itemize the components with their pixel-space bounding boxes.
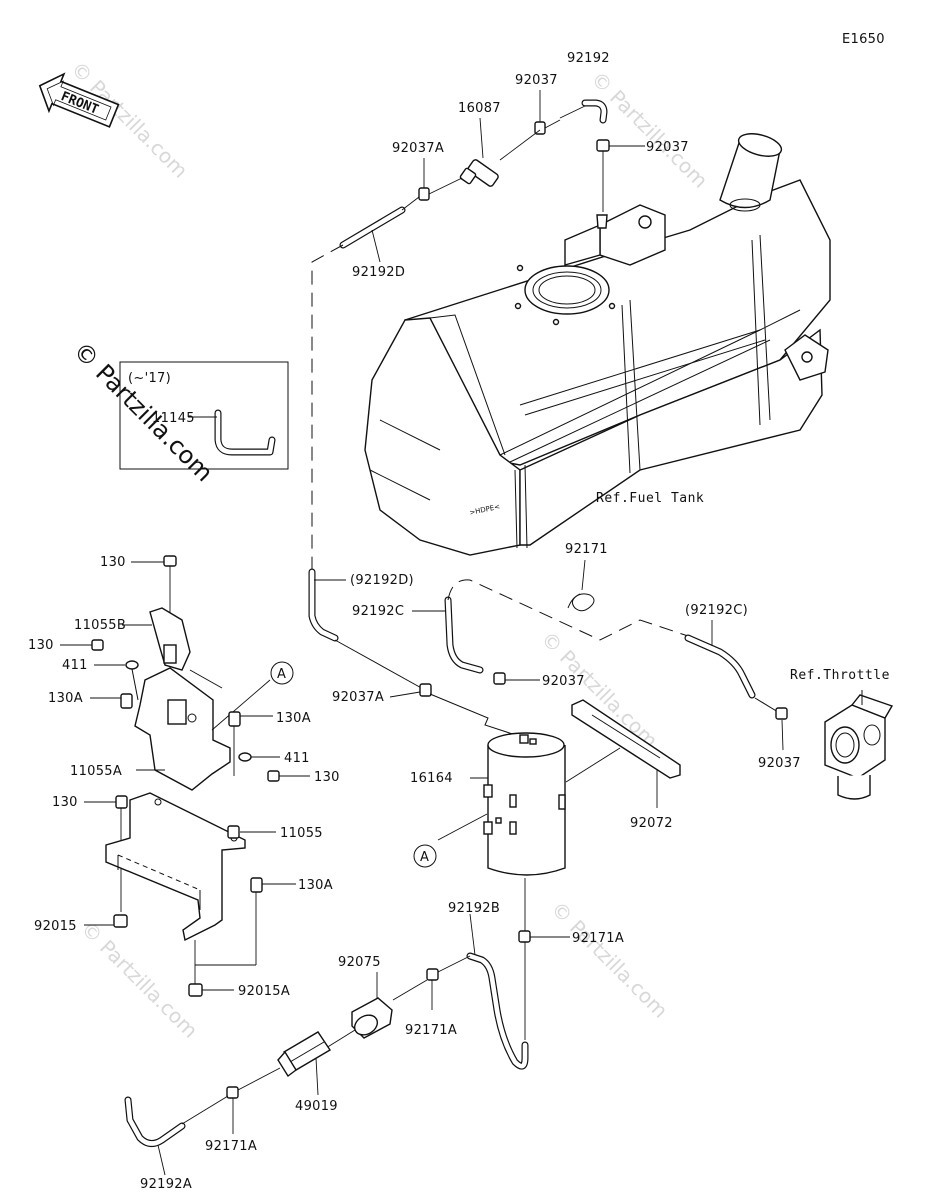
watermark-layer: © Partzilla.com © Partzilla.com © Partzi… xyxy=(66,57,712,1043)
label-11055: 11055 xyxy=(280,826,323,841)
label-92037-mid: 92037 xyxy=(542,674,585,689)
part-labels: 92192 92037 92037 16087 92037A 92192D Re… xyxy=(28,51,890,1192)
label-92037-right: 92037 xyxy=(646,140,689,155)
inset-part-label: 11145 xyxy=(152,411,195,426)
label-11055B: 11055B xyxy=(74,618,126,633)
label-130A-b: 130A xyxy=(276,711,311,726)
label-92072: 92072 xyxy=(630,816,673,831)
watermark-6: © Partzilla.com xyxy=(546,897,672,1023)
brackets: A xyxy=(60,555,310,997)
label-92037-top: 92037 xyxy=(515,73,558,88)
label-92192B: 92192B xyxy=(448,901,500,916)
label-92037-throttle: 92037 xyxy=(758,756,801,771)
label-16164: 16164 xyxy=(410,771,453,786)
label-92171A-b: 92171A xyxy=(405,1023,457,1038)
fuel-tank: >HDPE< xyxy=(364,133,831,556)
label-92192C: 92192C xyxy=(352,604,404,619)
label-92171A-a: 92171A xyxy=(572,931,624,946)
label-92192-top: 92192 xyxy=(567,51,610,66)
bottom-hoses xyxy=(124,878,570,1176)
label-92192D: 92192D xyxy=(352,265,405,280)
label-11055A: 11055A xyxy=(70,764,122,779)
callout-a-canister: A xyxy=(413,844,437,868)
label-49019: 49019 xyxy=(295,1099,338,1114)
label-130-d: 130 xyxy=(52,795,78,810)
watermark-1: © Partzilla.com xyxy=(66,57,192,183)
label-92192D-paren: (92192D) xyxy=(350,573,414,588)
ref-fuel-tank: Ref.Fuel Tank xyxy=(596,491,704,506)
canister xyxy=(437,732,566,876)
label-92171A-c: 92171A xyxy=(205,1139,257,1154)
label-130A-c: 130A xyxy=(298,878,333,893)
label-92192A: 92192A xyxy=(140,1177,192,1192)
label-92037A-mid: 92037A xyxy=(332,690,384,705)
label-411-a: 411 xyxy=(62,658,88,673)
label-130-a: 130 xyxy=(100,555,126,570)
label-92192C-paren: (92192C) xyxy=(685,603,748,618)
label-92015A: 92015A xyxy=(238,984,290,999)
throttle-body xyxy=(824,690,894,800)
label-130-c: 130 xyxy=(314,770,340,785)
canister-strap xyxy=(565,699,681,808)
label-92171: 92171 xyxy=(565,542,608,557)
inset-title: (~'17) xyxy=(128,371,171,386)
label-411-b: 411 xyxy=(284,751,310,766)
middle-hoses xyxy=(308,559,788,751)
watermark-4: © Partzilla.com xyxy=(536,627,662,753)
watermark-2: © Partzilla.com xyxy=(586,67,712,193)
label-92075: 92075 xyxy=(338,955,381,970)
ref-throttle: Ref.Throttle xyxy=(790,668,890,683)
watermark-main: © Partzilla.com xyxy=(68,336,219,487)
callout-a-canister-text: A xyxy=(420,850,429,865)
inset-box: (~'17) 11145 xyxy=(119,361,289,470)
label-92037A-top: 92037A xyxy=(392,141,444,156)
top-hoses xyxy=(311,90,645,570)
label-130A-a: 130A xyxy=(48,691,83,706)
label-130-b: 130 xyxy=(28,638,54,653)
callout-a-bracket-text: A xyxy=(277,667,286,682)
label-92015: 92015 xyxy=(34,919,77,934)
diagram-code: E1650 xyxy=(842,32,885,47)
label-16087: 16087 xyxy=(458,101,501,116)
